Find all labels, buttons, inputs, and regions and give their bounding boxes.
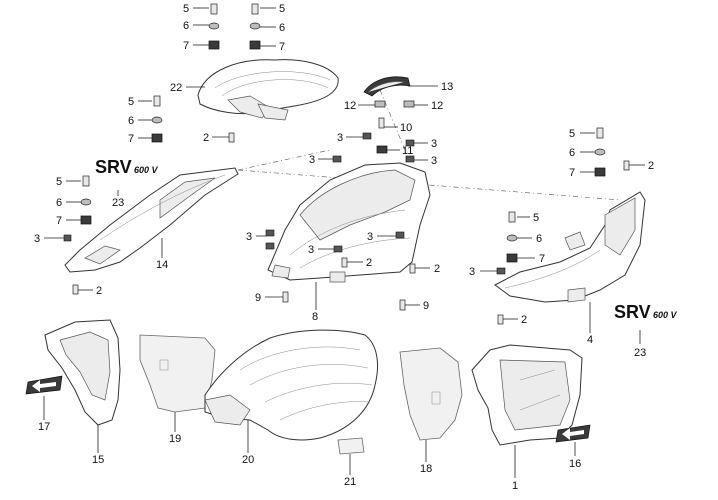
callout-label: 5: [279, 3, 285, 15]
part-1-right-front-panel: [471, 344, 583, 446]
callout-label: 6: [183, 20, 189, 32]
brand-logo-right-main: SRV: [614, 302, 651, 322]
callout-label: 12: [431, 100, 443, 112]
callout-label: 23: [634, 347, 646, 359]
callout-label: 7: [539, 253, 545, 265]
callout-label: 13: [441, 81, 453, 93]
callout-label: 18: [420, 463, 432, 475]
callout-label: 5: [183, 3, 189, 15]
brand-logo-left-sub: 600 V: [134, 165, 159, 175]
callout-label: 1: [512, 480, 518, 492]
callout-label: 5: [569, 128, 575, 140]
callout-label: 17: [38, 421, 50, 433]
callout-label: 2: [96, 285, 102, 297]
part-4-right-side-panel: [494, 191, 646, 303]
hardware-stack-d: [580, 127, 606, 177]
callout-labels: 5 6 7 5 6 7 22 13 12 12 5 6 7 2 10 3 3 1…: [34, 3, 654, 492]
part-20-seat: [204, 329, 378, 441]
callout-label: 2: [648, 160, 654, 172]
callout-label: 20: [242, 454, 254, 466]
misc-fasteners: [44, 132, 645, 325]
callout-label: 3: [309, 154, 315, 166]
callout-label: 2: [203, 132, 209, 144]
callout-label: 2: [521, 314, 527, 326]
callout-label: 3: [431, 138, 437, 150]
part-19-insulation-sheet: [139, 334, 216, 413]
callout-label: 2: [434, 263, 440, 275]
part-22-rear-cowl: [197, 59, 339, 121]
callout-label: 23: [112, 197, 124, 209]
callout-label: 3: [337, 132, 343, 144]
brand-logo-left: SRV 600 V: [95, 157, 159, 177]
brand-logo-left-main: SRV: [95, 157, 132, 177]
callout-label: 6: [279, 22, 285, 34]
part-13-grab-handle: [363, 76, 411, 97]
callout-label: 6: [128, 115, 134, 127]
hardware-stack-handle: [358, 100, 428, 163]
callout-label: 14: [156, 259, 168, 271]
callout-label: 3: [34, 233, 40, 245]
callout-label: 2: [366, 257, 372, 269]
part-18-insulation-sheet: [399, 347, 463, 441]
brand-logo-right-sub: 600 V: [653, 310, 678, 320]
hardware-stack-b: [249, 3, 276, 50]
callout-label: 15: [92, 454, 104, 466]
callout-label: 3: [469, 266, 475, 278]
hardware-stack-e: [66, 175, 92, 225]
callout-label: 10: [400, 122, 412, 134]
callout-label: 6: [56, 197, 62, 209]
part-14-left-side-panel: [64, 167, 239, 273]
callout-label: 5: [128, 96, 134, 108]
callout-label: 22: [170, 82, 182, 94]
callout-label: 19: [169, 433, 181, 445]
part-leaders: [43, 85, 641, 478]
callout-label: 6: [536, 233, 542, 245]
callout-label: 16: [569, 458, 581, 470]
callout-label: 3: [308, 244, 314, 256]
part-8-central-body: [267, 162, 431, 283]
hardware-stack-c: [138, 95, 163, 143]
callout-label: 7: [56, 215, 62, 227]
part-16-emblem: [555, 424, 591, 443]
callout-label: 5: [56, 176, 62, 188]
part-17-emblem: [25, 375, 63, 395]
brand-logo-right: SRV 600 V: [614, 302, 678, 322]
callout-label: 6: [569, 147, 575, 159]
callout-label: 9: [255, 292, 261, 304]
callout-label: 5: [533, 212, 539, 224]
part-15-front-inner-panel: [44, 319, 121, 426]
callout-label: 3: [246, 231, 252, 243]
callout-label: 21: [344, 476, 356, 488]
callout-label: 9: [423, 300, 429, 312]
callout-label: 7: [279, 41, 285, 53]
callout-label: 8: [312, 311, 318, 323]
callout-label: 11: [402, 145, 413, 157]
callout-label: 3: [431, 155, 437, 167]
callout-label: 12: [344, 100, 356, 112]
assembly-reference-lines: [237, 89, 621, 201]
callout-label: 7: [128, 133, 134, 145]
part-21-pad: [337, 437, 365, 455]
callout-label: 3: [367, 231, 373, 243]
callout-label: 7: [569, 167, 575, 179]
callout-label: 7: [183, 40, 189, 52]
callout-label: 4: [587, 334, 593, 346]
hardware-stack-a: [193, 3, 220, 50]
hardware-stack-f: [506, 211, 535, 263]
